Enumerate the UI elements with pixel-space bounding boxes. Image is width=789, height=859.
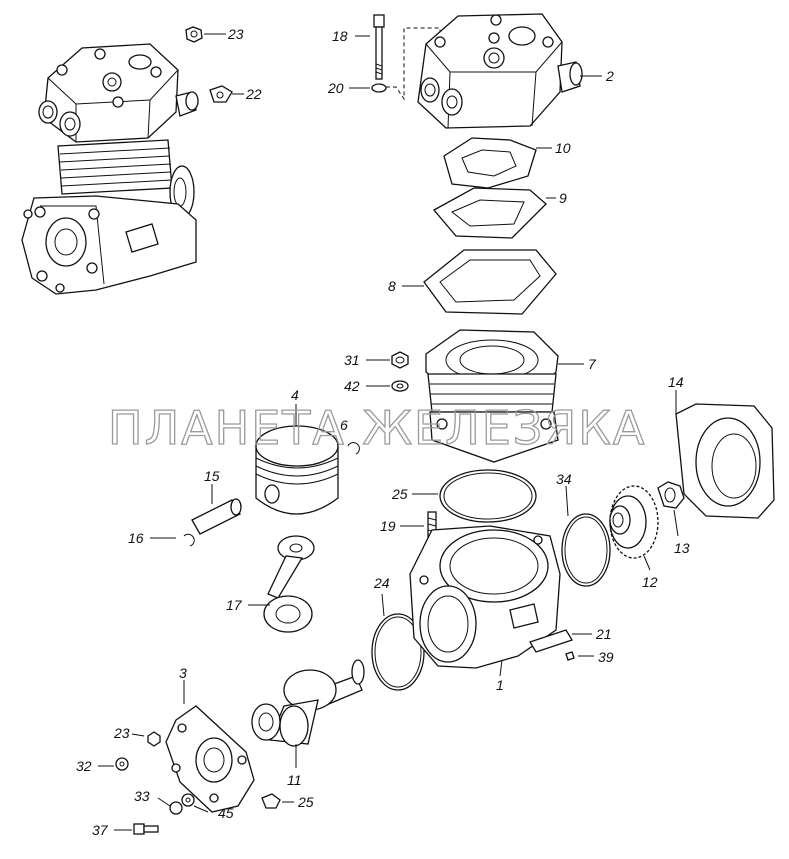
callout-10: 10 [555, 140, 571, 156]
callout-20: 20 [327, 80, 344, 96]
bolt-37 [133, 823, 159, 835]
clip-25-bottom [261, 793, 281, 809]
nut-23-top [185, 26, 203, 43]
gear-12 [609, 485, 659, 559]
washer-20 [371, 83, 387, 93]
callout-14: 14 [668, 374, 684, 390]
end-cover-3 [165, 705, 255, 813]
callout-16: 16 [128, 530, 144, 546]
washer-32 [115, 757, 129, 771]
callout-19: 19 [380, 518, 396, 534]
callout-4: 4 [291, 387, 299, 403]
gasket-10 [443, 137, 537, 189]
callout-25-top: 25 [391, 486, 408, 502]
piston-4 [255, 425, 339, 515]
callout-45: 45 [218, 805, 234, 821]
assembled-compressor [21, 43, 199, 295]
callout-9: 9 [559, 190, 567, 206]
callout-3: 3 [179, 665, 187, 681]
callout-8: 8 [388, 278, 396, 294]
callout-21: 21 [595, 626, 612, 642]
callout-31: 31 [344, 352, 360, 368]
callout-7: 7 [588, 356, 597, 372]
plate-21 [529, 629, 573, 653]
cover-14 [675, 403, 775, 519]
nut-23-bottom [147, 731, 161, 747]
callout-23-top: 23 [227, 26, 244, 42]
callout-22: 22 [245, 86, 262, 102]
screw-39 [565, 651, 575, 661]
callout-18: 18 [332, 28, 348, 44]
callout-6: 6 [340, 417, 348, 433]
crankcase-1 [409, 525, 561, 669]
clip-22 [209, 85, 233, 103]
callout-37: 37 [92, 822, 109, 838]
callout-12: 12 [642, 574, 658, 590]
callout-32: 32 [76, 758, 92, 774]
callout-24: 24 [373, 575, 390, 591]
callout-labels: 23 22 18 20 2 10 9 8 7 31 42 4 6 14 15 1… [76, 26, 690, 838]
piston-pin-15 [191, 498, 242, 535]
watermark: ПЛАНЕТА ЖЕЛЕЗЯКА [108, 401, 646, 455]
callout-33: 33 [134, 788, 150, 804]
oring-24 [371, 613, 425, 691]
callout-11: 11 [287, 772, 302, 788]
circlip-16 [183, 533, 195, 547]
callout-34: 34 [556, 471, 572, 487]
oring-34 [561, 513, 611, 587]
callout-1: 1 [496, 677, 504, 693]
washer-42 [391, 380, 409, 392]
cylinder-head-2 [417, 13, 583, 129]
callout-13: 13 [674, 540, 690, 556]
callout-23-bottom: 23 [113, 725, 130, 741]
nut-13 [657, 481, 685, 509]
callout-39: 39 [598, 649, 614, 665]
washer-33 [169, 801, 183, 815]
connecting-rod-17 [263, 535, 315, 633]
leader-lines [98, 33, 679, 831]
callout-2: 2 [605, 68, 614, 84]
washer-45 [181, 793, 195, 807]
callout-25-bottom: 25 [297, 794, 314, 810]
callout-17: 17 [226, 597, 243, 613]
gasket-9 [432, 187, 547, 239]
gasket-8 [423, 249, 557, 315]
bolt-18 [373, 14, 385, 80]
callout-15: 15 [204, 468, 220, 484]
oring-25 [439, 469, 537, 523]
nut-31 [391, 351, 409, 369]
circlip-6 [347, 442, 360, 455]
cylinder-7 [425, 329, 559, 463]
crankshaft-11 [251, 659, 365, 747]
callout-42: 42 [344, 378, 360, 394]
